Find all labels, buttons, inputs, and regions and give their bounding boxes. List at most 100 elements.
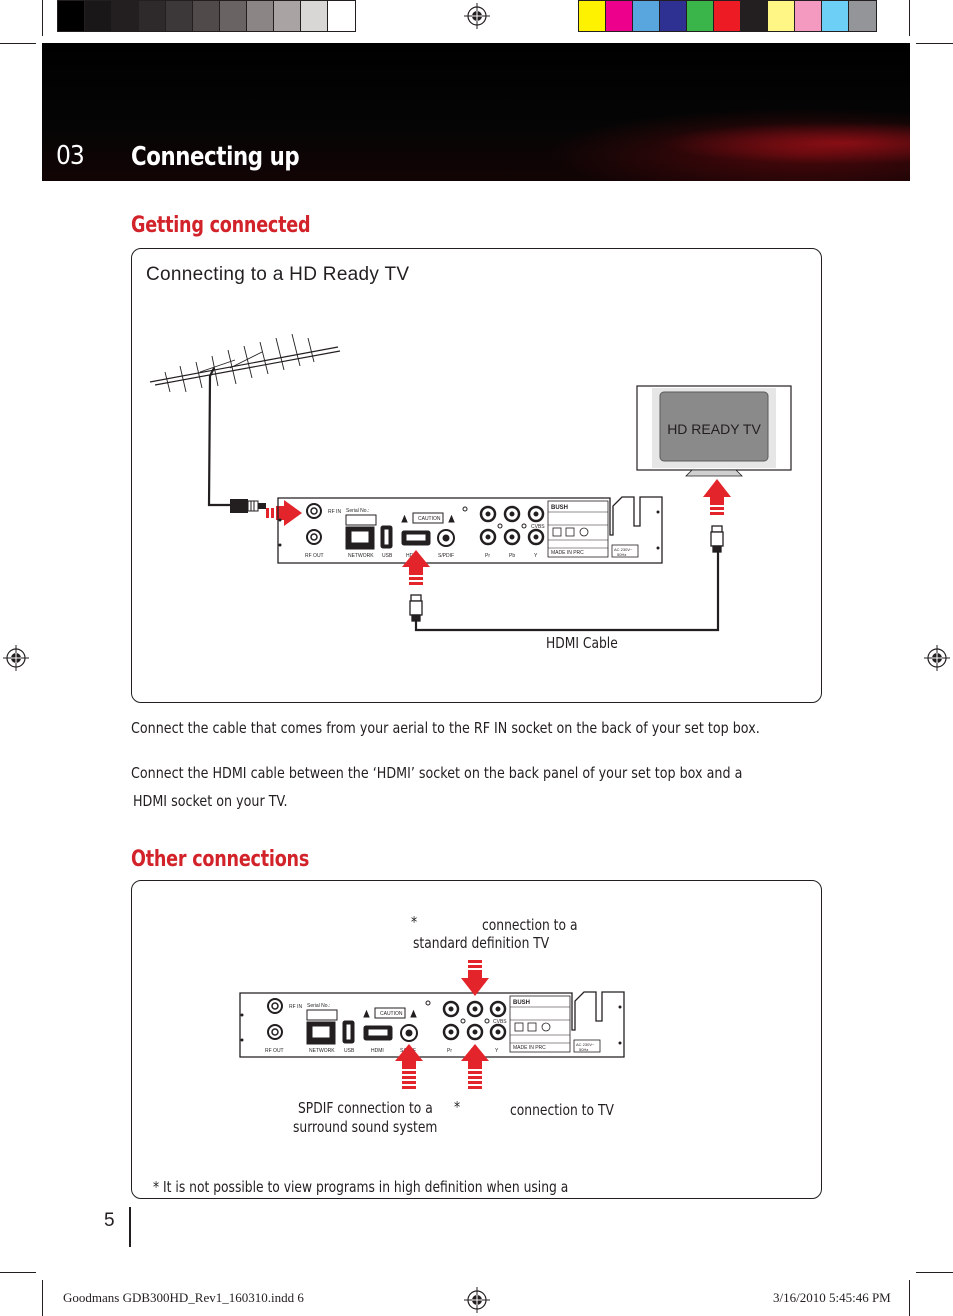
svg-text:Y: Y bbox=[495, 1048, 499, 1054]
hdmi-plug-icon bbox=[409, 594, 423, 622]
cvbs-label-line2: standard definition TV bbox=[413, 934, 550, 952]
registration-mark-icon bbox=[3, 645, 29, 671]
svg-text:HDMI: HDMI bbox=[371, 1048, 384, 1054]
svg-text:Pb: Pb bbox=[509, 553, 515, 559]
svg-text:Pr: Pr bbox=[485, 553, 490, 559]
color-swatch bbox=[328, 1, 355, 31]
color-bar bbox=[578, 0, 877, 32]
svg-text:BUSH: BUSH bbox=[513, 1000, 530, 1006]
registration-mark-icon bbox=[464, 3, 490, 29]
crop-mark bbox=[0, 1272, 36, 1273]
diagram-panel-other bbox=[131, 880, 822, 1199]
svg-text:Y: Y bbox=[534, 553, 538, 559]
svg-text:USB: USB bbox=[382, 553, 393, 559]
coax-plug-icon bbox=[230, 499, 266, 513]
svg-text:RF IN: RF IN bbox=[289, 1004, 302, 1010]
color-swatch bbox=[606, 1, 633, 31]
svg-text:USB: USB bbox=[344, 1048, 355, 1054]
page-number: 5 bbox=[104, 1210, 115, 1231]
arrow-down-icon bbox=[461, 960, 489, 996]
section-heading-getting-connected: Getting connected bbox=[131, 213, 311, 238]
color-swatch bbox=[193, 1, 220, 31]
color-swatch bbox=[768, 1, 795, 31]
page-number-divider bbox=[129, 1207, 131, 1247]
color-swatch bbox=[247, 1, 274, 31]
footnote: * It is not possible to view programs in… bbox=[153, 1178, 569, 1196]
chapter-header bbox=[42, 43, 910, 181]
crop-mark bbox=[916, 43, 953, 44]
crop-mark bbox=[909, 1280, 910, 1316]
svg-text:NETWORK: NETWORK bbox=[348, 553, 374, 559]
svg-text:RF IN: RF IN bbox=[328, 509, 341, 515]
svg-text:50Hz: 50Hz bbox=[617, 552, 626, 557]
crop-mark bbox=[909, 0, 910, 36]
svg-text:RF OUT: RF OUT bbox=[305, 553, 324, 559]
svg-text:Serial No.:: Serial No.: bbox=[307, 1003, 330, 1009]
paragraph-hdmi-line1: Connect the HDMI cable between the ‘HDMI… bbox=[131, 764, 743, 782]
hd-ready-tv-icon bbox=[636, 385, 792, 477]
chapter-number: 03 bbox=[56, 141, 85, 171]
color-swatch bbox=[849, 1, 876, 31]
svg-text:RF OUT: RF OUT bbox=[265, 1048, 284, 1054]
arrow-up-icon bbox=[461, 1044, 489, 1089]
arrow-up-icon bbox=[402, 550, 430, 585]
panel-title: Connecting to a HD Ready TV bbox=[146, 264, 410, 285]
registration-mark-icon bbox=[924, 645, 950, 671]
diagram-panel-hd-ready bbox=[131, 248, 822, 703]
grayscale-bar bbox=[57, 0, 356, 32]
component-label: connection to TV bbox=[510, 1101, 614, 1119]
arrow-up-icon bbox=[395, 1044, 423, 1089]
svg-text:CVBS: CVBS bbox=[531, 524, 545, 530]
arrow-right-icon bbox=[266, 500, 302, 526]
color-swatch bbox=[220, 1, 247, 31]
color-swatch bbox=[714, 1, 741, 31]
color-swatch bbox=[301, 1, 328, 31]
paragraph-rf-in: Connect the cable that comes from your a… bbox=[131, 719, 760, 737]
svg-text:CVBS: CVBS bbox=[493, 1019, 507, 1025]
crop-mark bbox=[916, 1272, 953, 1273]
color-swatch bbox=[795, 1, 822, 31]
svg-text:Serial No.:: Serial No.: bbox=[346, 508, 369, 514]
tv-label: HD READY TV bbox=[667, 421, 761, 437]
crop-mark bbox=[42, 0, 43, 36]
set-top-box-back-panel bbox=[277, 496, 663, 564]
footer-timestamp: 3/16/2010 5:45:46 PM bbox=[773, 1290, 891, 1305]
color-swatch bbox=[741, 1, 768, 31]
cvbs-label-line1: connection to a bbox=[482, 916, 578, 934]
color-swatch bbox=[112, 1, 139, 31]
color-swatch bbox=[660, 1, 687, 31]
svg-text:50Hz: 50Hz bbox=[579, 1047, 588, 1052]
hdmi-cable bbox=[414, 552, 720, 632]
footer-file-name: Goodmans GDB300HD_Rev1_160310.indd 6 bbox=[63, 1290, 304, 1305]
aerial-antenna-icon bbox=[149, 333, 341, 393]
color-swatch bbox=[633, 1, 660, 31]
section-heading-other-connections: Other connections bbox=[131, 847, 310, 872]
chapter-title: Connecting up bbox=[131, 142, 300, 172]
svg-text:CAUTION: CAUTION bbox=[380, 1011, 403, 1017]
color-swatch bbox=[687, 1, 714, 31]
arrow-up-icon bbox=[703, 479, 731, 515]
color-swatch bbox=[58, 1, 85, 31]
component-label-star: * bbox=[454, 1098, 461, 1116]
svg-text:MADE IN PRC: MADE IN PRC bbox=[513, 1045, 546, 1051]
crop-mark bbox=[0, 43, 36, 44]
color-swatch bbox=[274, 1, 301, 31]
crop-mark bbox=[42, 1280, 43, 1316]
color-swatch bbox=[166, 1, 193, 31]
other-connections-diagram: RF IN Serial No.: RF OUT NETWORK USB HDM… bbox=[239, 960, 625, 1089]
color-swatch bbox=[85, 1, 112, 31]
svg-text:MADE IN PRC: MADE IN PRC bbox=[551, 550, 584, 556]
svg-text:Pr: Pr bbox=[447, 1048, 452, 1054]
svg-text:CAUTION: CAUTION bbox=[418, 516, 441, 522]
registration-mark-icon bbox=[464, 1287, 490, 1313]
svg-text:AC 230V~: AC 230V~ bbox=[576, 1042, 595, 1047]
svg-text:NETWORK: NETWORK bbox=[309, 1048, 335, 1054]
spdif-label-line1: SPDIF connection to a bbox=[298, 1099, 433, 1117]
svg-text:BUSH: BUSH bbox=[551, 505, 568, 511]
hdmi-cable-label: HDMI Cable bbox=[546, 634, 618, 652]
spdif-label-line2: surround sound system bbox=[293, 1118, 438, 1136]
color-swatch bbox=[139, 1, 166, 31]
hdmi-plug-icon bbox=[710, 525, 724, 553]
svg-text:S/PDIF: S/PDIF bbox=[438, 553, 454, 559]
hd-ready-connection-diagram: HD READY TV bbox=[149, 333, 792, 632]
